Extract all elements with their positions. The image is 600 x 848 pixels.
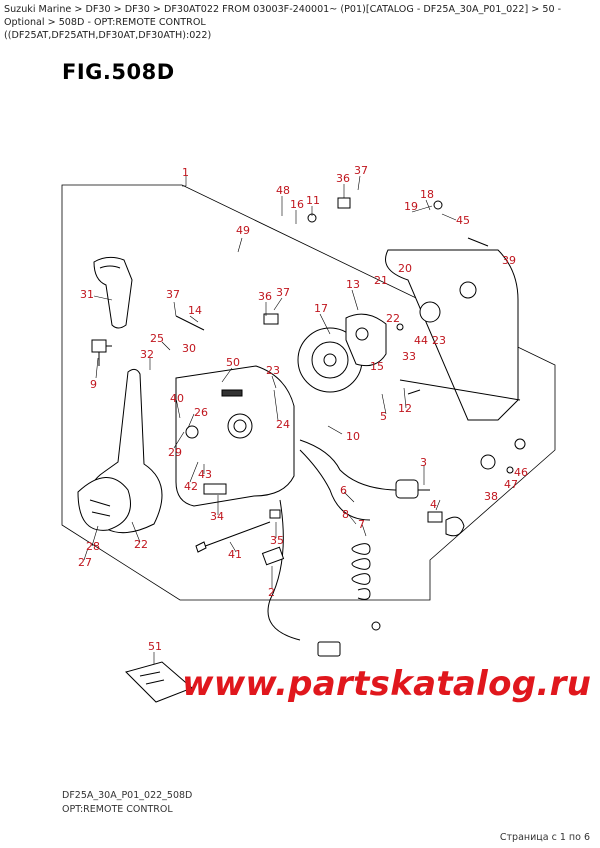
upper-bracket	[345, 313, 387, 367]
callout-label: 42	[184, 480, 198, 493]
callout-label: 33	[402, 350, 416, 363]
control-arm	[77, 368, 163, 534]
callout-labels: 1 37 36 48 16 11 18 19 45 49 39 21 20 31…	[78, 164, 528, 653]
callout-label: 12	[398, 402, 412, 415]
callout-label: 31	[80, 288, 94, 301]
callout-label: 15	[370, 360, 384, 373]
callout-label: 20	[398, 262, 412, 275]
callout-label: 8	[342, 508, 349, 521]
callout-label: 9	[90, 378, 97, 391]
callout-label: 29	[168, 446, 182, 459]
callout-label: 39	[502, 254, 516, 267]
callout-label: 37	[166, 288, 180, 301]
callout-label: 18	[420, 188, 434, 201]
callout-label: 13	[346, 278, 360, 291]
callout-label: 46	[514, 466, 528, 479]
callout-label: 14	[188, 304, 202, 317]
callout-label: 28	[86, 540, 100, 553]
callout-label: 49	[236, 224, 250, 237]
callout-label: 24	[276, 418, 290, 431]
figure-title: FIG.508D	[62, 60, 175, 84]
connector-9	[91, 339, 112, 366]
callout-label: 6	[340, 484, 347, 497]
small-parts	[175, 197, 526, 566]
callout-label: 22	[134, 538, 148, 551]
callout-label: 30	[182, 342, 196, 355]
callout-label: 5	[380, 410, 387, 423]
diagram-frame	[61, 184, 556, 601]
lanyard-coil	[351, 543, 381, 631]
callout-label: 48	[276, 184, 290, 197]
watermark: www.partskatalog.ru	[182, 664, 592, 704]
callout-label: 4	[430, 498, 437, 511]
callout-label: 37	[354, 164, 368, 177]
page-indicator: Страница с 1 по 6	[499, 832, 590, 843]
bolt-41	[195, 521, 271, 553]
callout-label: 11	[306, 194, 320, 207]
breadcrumb-line: ((DF25AT,DF25ATH,DF30AT,DF30ATH):022)	[4, 30, 212, 41]
control-case	[175, 365, 295, 507]
label-sticker	[125, 661, 193, 703]
breadcrumb-line: Suzuki Marine > DF30 > DF30 > DF30AT022 …	[4, 4, 562, 28]
callout-label: 10	[346, 430, 360, 443]
wiring-harness	[267, 439, 430, 641]
callout-label: 23	[266, 364, 280, 377]
callout-label: 27	[78, 556, 92, 569]
breadcrumb: Suzuki Marine > DF30 > DF30 > DF30AT022 …	[4, 3, 596, 42]
callout-label: 17	[314, 302, 328, 315]
callout-label: 32	[140, 348, 154, 361]
callout-label: 25	[150, 332, 164, 345]
leader-lines	[83, 175, 457, 664]
callout-label: 40	[170, 392, 184, 405]
side-plate	[385, 249, 521, 421]
plug-connector	[317, 641, 341, 657]
callout-label: 38	[484, 490, 498, 503]
lever-handle	[93, 256, 133, 329]
callout-label: 36	[258, 290, 272, 303]
callout-label: 2	[268, 586, 275, 599]
callout-label: 44	[414, 334, 428, 347]
callout-label: 43	[198, 468, 212, 481]
callout-label: 45	[456, 214, 470, 227]
key-switch	[395, 479, 465, 537]
callout-label: 47	[504, 478, 518, 491]
callout-label: 37	[276, 286, 290, 299]
callout-label: 23	[432, 334, 446, 347]
callout-label: 36	[336, 172, 350, 185]
callout-label: 3	[420, 456, 427, 469]
callout-label: 1	[182, 166, 189, 179]
figure-subtitle: OPT:REMOTE CONTROL	[62, 804, 173, 815]
callout-label: 7	[358, 518, 365, 531]
callout-label: 16	[290, 198, 304, 211]
callout-label: 34	[210, 510, 224, 523]
callout-label: 50	[226, 356, 240, 369]
callout-label: 21	[374, 274, 388, 287]
figure-code: DF25A_30A_P01_022_508D	[62, 790, 193, 801]
callout-label: 22	[386, 312, 400, 325]
callout-label: 26	[194, 406, 208, 419]
callout-label: 19	[404, 200, 418, 213]
callout-label: 51	[148, 640, 162, 653]
callout-label: 35	[270, 534, 284, 547]
callout-label: 41	[228, 548, 242, 561]
